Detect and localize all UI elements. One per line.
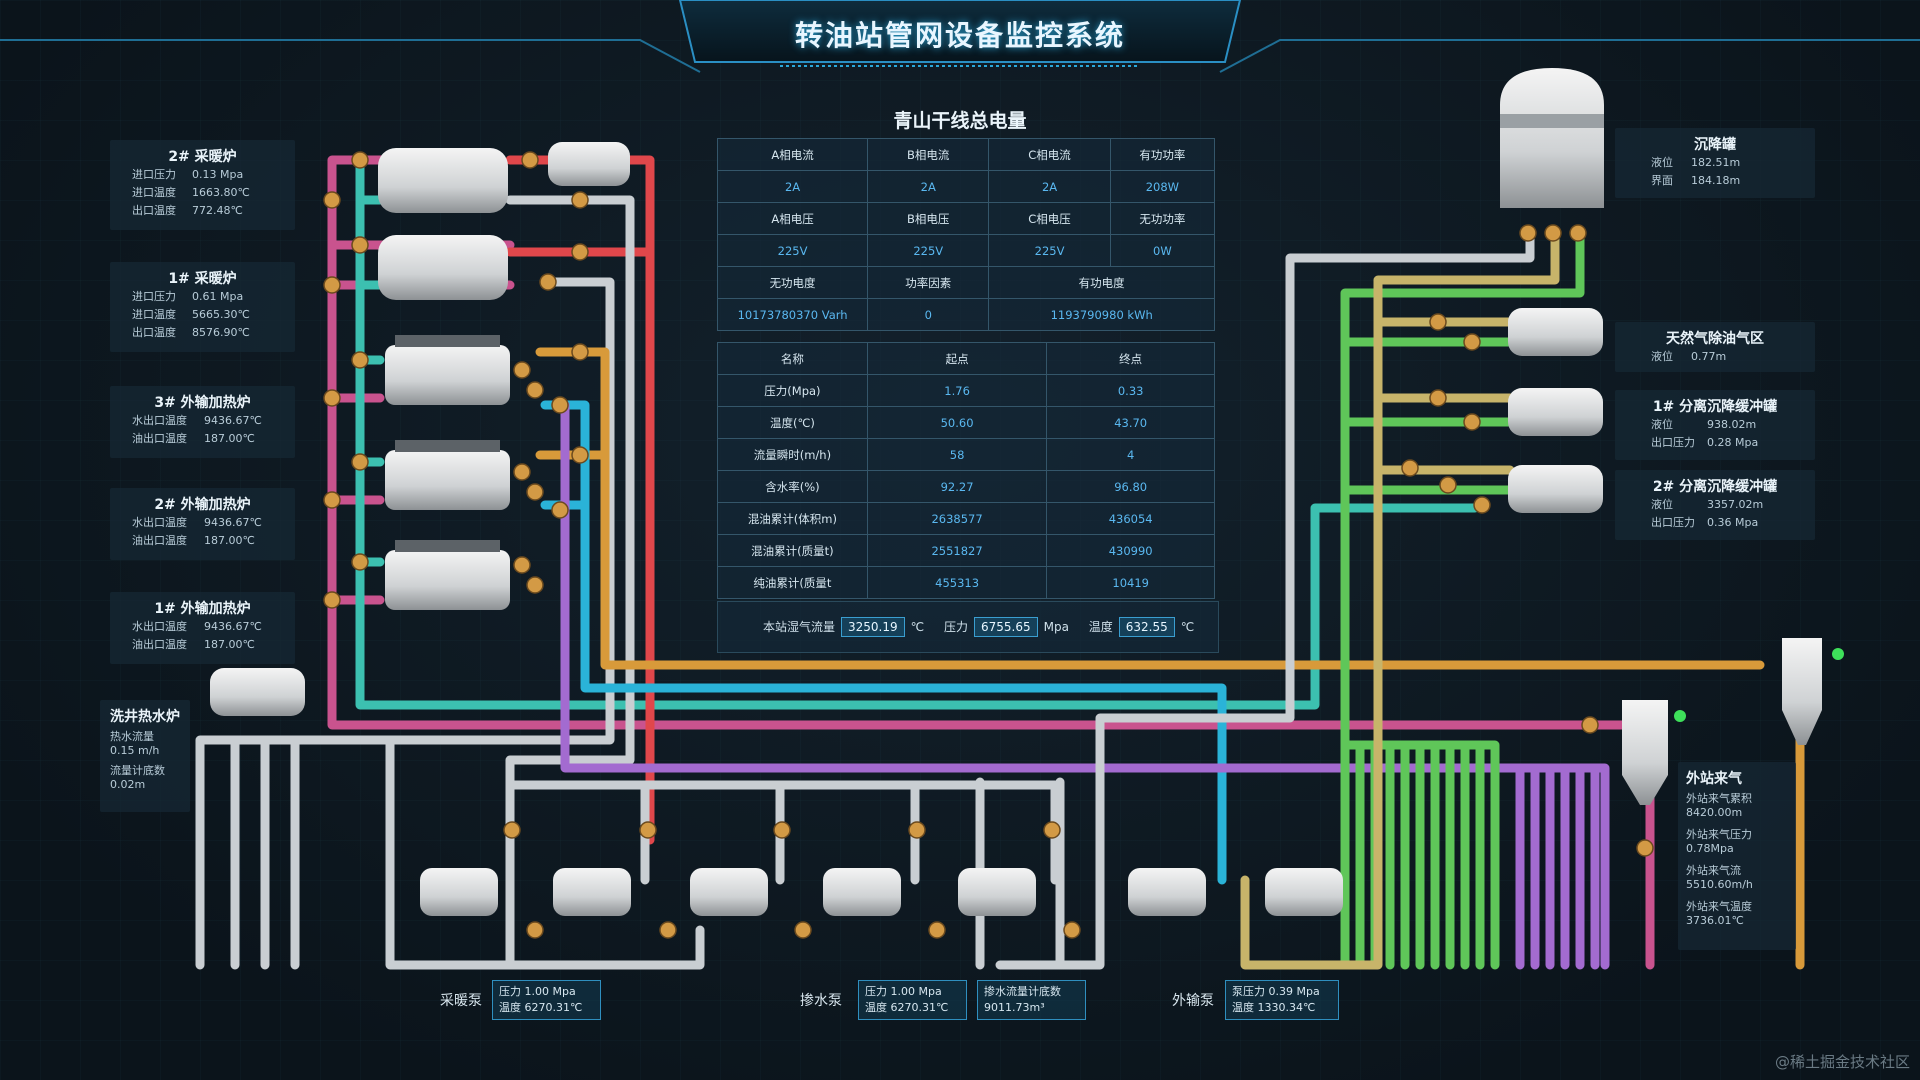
valves xyxy=(323,151,1654,939)
export-pump-readout: 泵压力 0.39 Mpa 温度 1330.34℃ xyxy=(1225,980,1339,1020)
panel-title: 沉降罐 xyxy=(1694,137,1736,153)
heating-pump-label: 采暖泵 xyxy=(440,993,482,1009)
panel-title: 2# 采暖炉 xyxy=(168,149,237,165)
header-frame xyxy=(0,0,1920,73)
panel-title: 1# 分离沉降缓冲罐 xyxy=(1652,399,1778,415)
power-table-title: 青山干线总电量 xyxy=(893,110,1027,132)
pumps xyxy=(420,868,1343,916)
panel-title: 3# 外输加热炉 xyxy=(154,395,251,411)
table-header: 名称起点终点 xyxy=(717,342,1215,375)
export-heater-1 xyxy=(385,540,510,610)
flow-value: 3250.19 xyxy=(841,617,905,637)
mixing-meter-readout: 掺水流量计底数 9011.73m³ xyxy=(977,980,1086,1020)
panel-title: 洗井热水炉 xyxy=(110,709,180,725)
panel-title: 1# 外输加热炉 xyxy=(154,601,251,617)
heating-pump-readout: 压力 1.00 Mpa 温度 6270.31℃ xyxy=(492,980,601,1020)
panel-title: 天然气除油气区 xyxy=(1666,331,1764,347)
page-title: 转油站管网设备监控系统 xyxy=(794,19,1125,52)
mixing-pump-label: 掺水泵 xyxy=(800,993,842,1009)
watermark: @稀土掘金技术社区 xyxy=(1774,1053,1910,1071)
export-heater-2 xyxy=(385,440,510,510)
pipe-teal xyxy=(355,155,1480,710)
header: 转油站管网设备监控系统 xyxy=(690,0,1230,70)
mixing-pump-readout: 压力 1.00 Mpa 温度 6270.31℃ xyxy=(858,980,967,1020)
panel-title: 2# 外输加热炉 xyxy=(154,497,251,513)
export-pump-label: 外输泵 xyxy=(1172,993,1214,1009)
right-vessels xyxy=(1500,68,1844,805)
panel-title: 2# 分离沉降缓冲罐 xyxy=(1652,479,1778,495)
panel-title: 外站来气 xyxy=(1686,771,1742,787)
export-heater-3 xyxy=(385,335,510,405)
pressure-value: 6755.65 xyxy=(973,617,1038,637)
pipe-light xyxy=(195,195,705,970)
panel-title: 1# 采暖炉 xyxy=(168,271,237,287)
heating-boilers xyxy=(210,142,630,716)
temperature-value: 632.55 xyxy=(1118,617,1175,637)
